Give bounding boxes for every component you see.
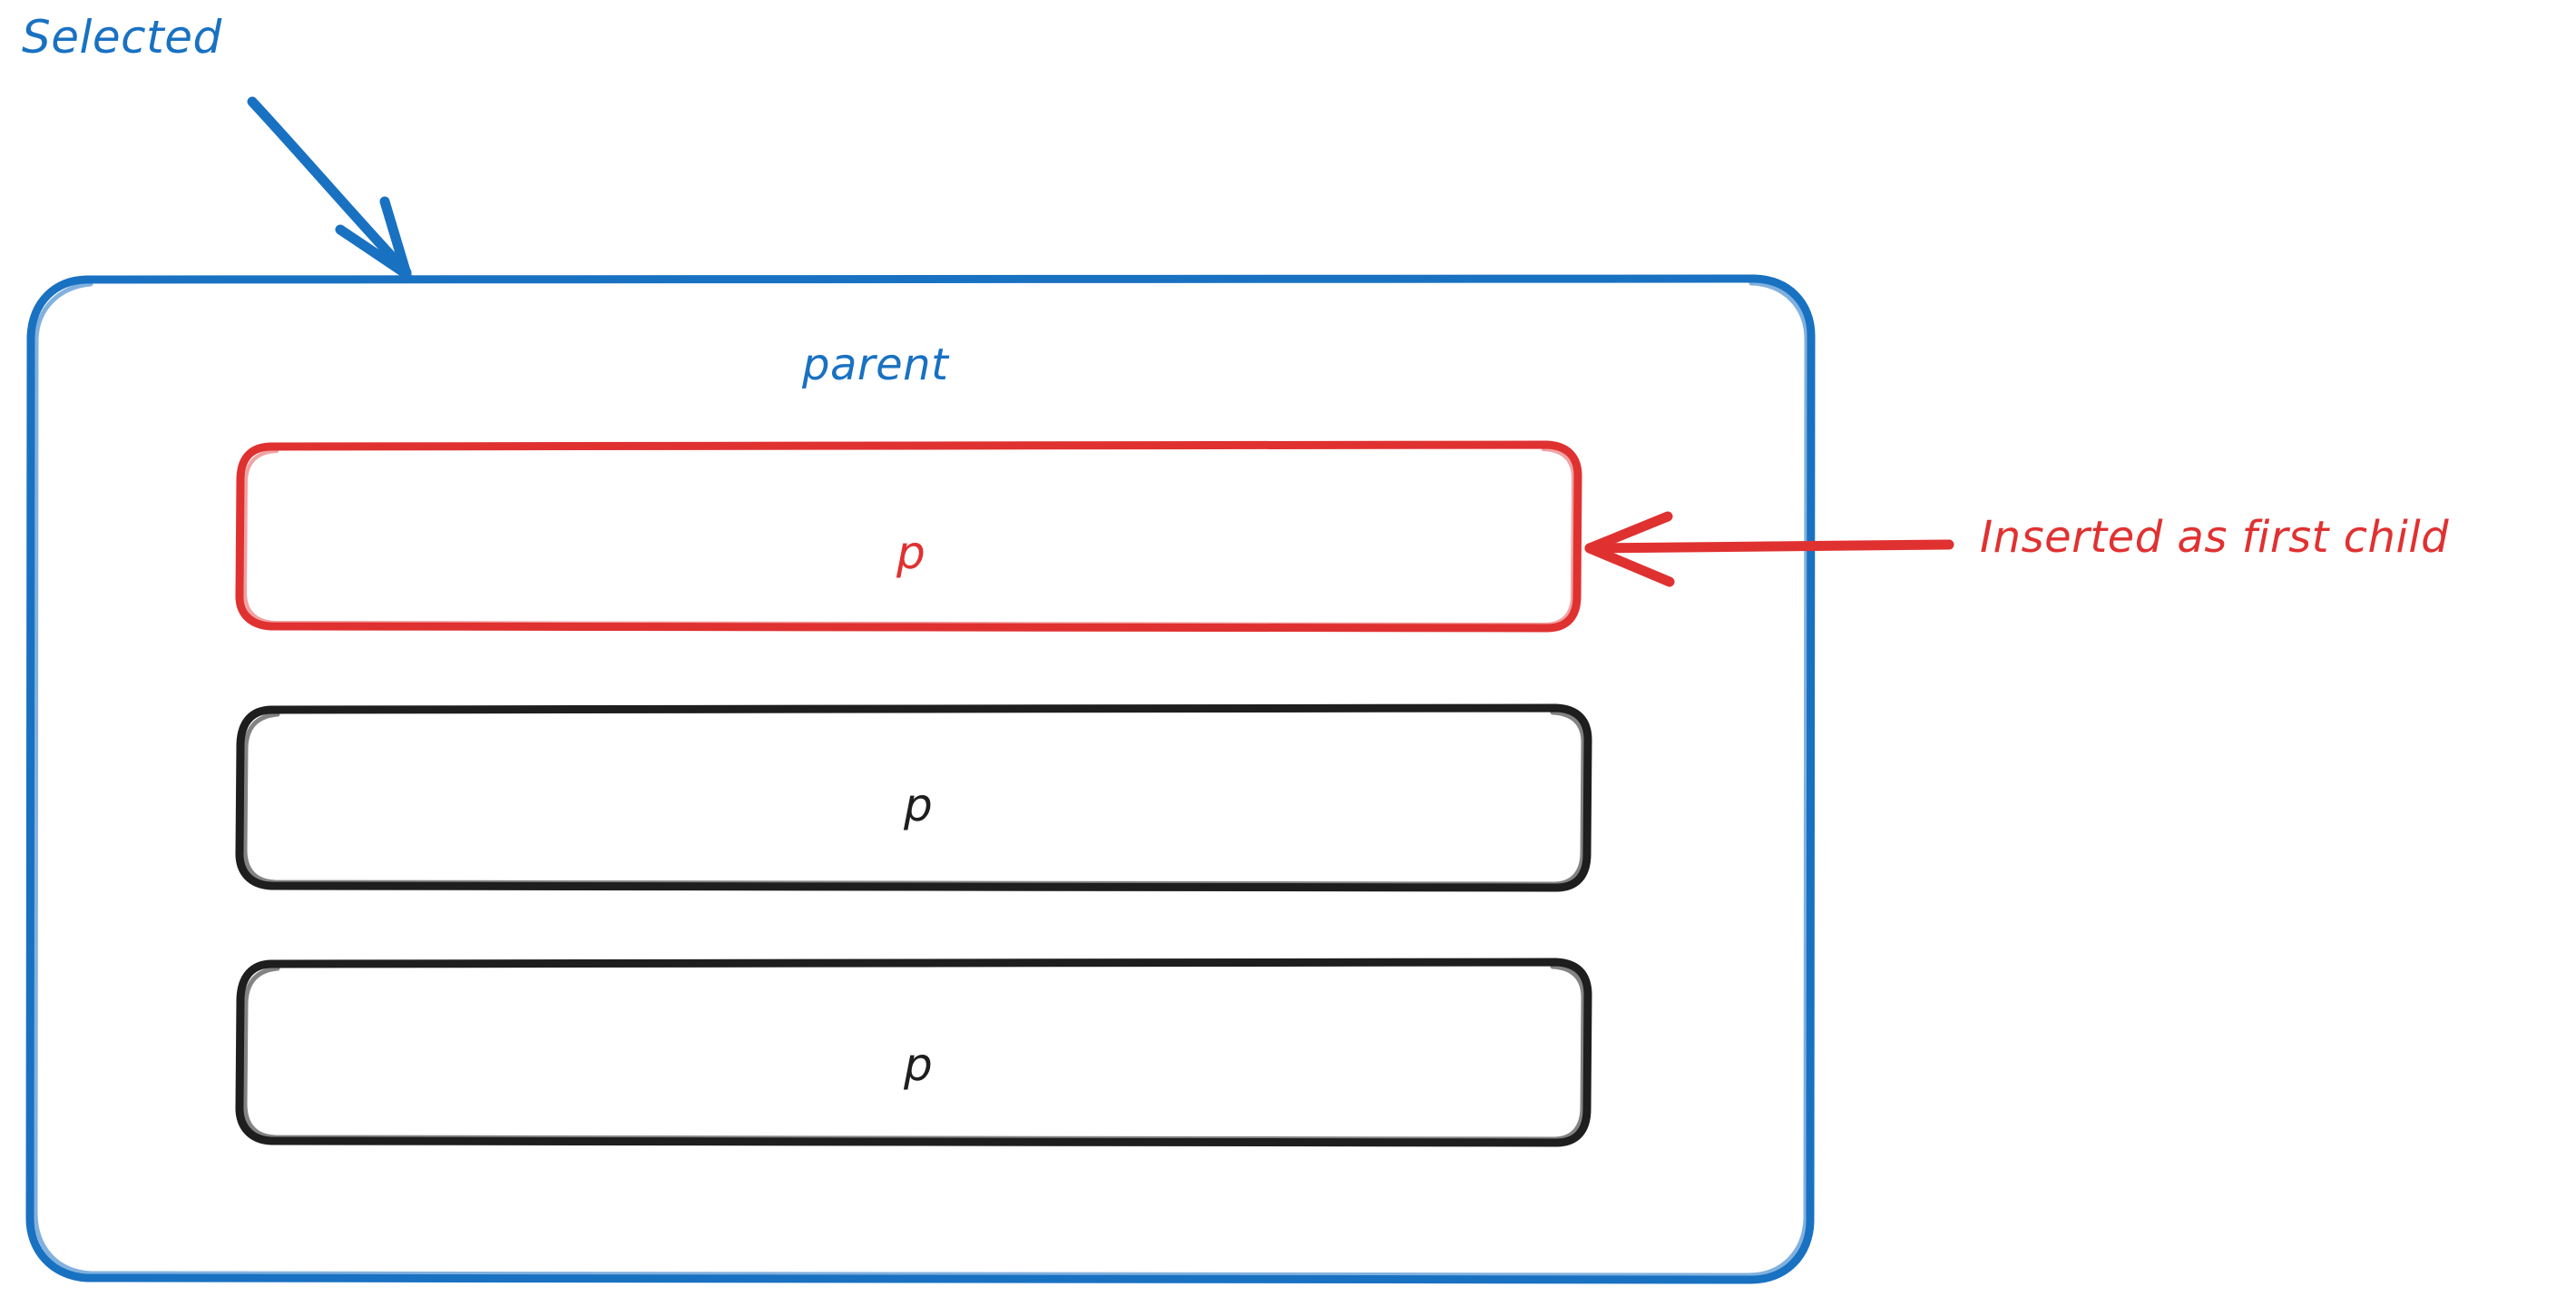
inserted-annotation-label: Inserted as first child bbox=[1980, 512, 2450, 563]
parent-container-label: parent bbox=[802, 339, 949, 390]
child-box-2-label: p bbox=[904, 779, 933, 831]
selected-annotation-label: Selected bbox=[22, 11, 222, 64]
inserted-arrow bbox=[1584, 511, 1954, 587]
child-box-1-label: p bbox=[896, 526, 926, 579]
child-box-2[interactable] bbox=[235, 703, 1592, 892]
child-box-3[interactable] bbox=[235, 958, 1592, 1147]
selected-arrow bbox=[247, 96, 412, 280]
parent-container-outline[interactable] bbox=[25, 274, 1816, 1284]
child-box-3-label: p bbox=[904, 1038, 933, 1091]
child-box-1[interactable] bbox=[235, 440, 1582, 633]
